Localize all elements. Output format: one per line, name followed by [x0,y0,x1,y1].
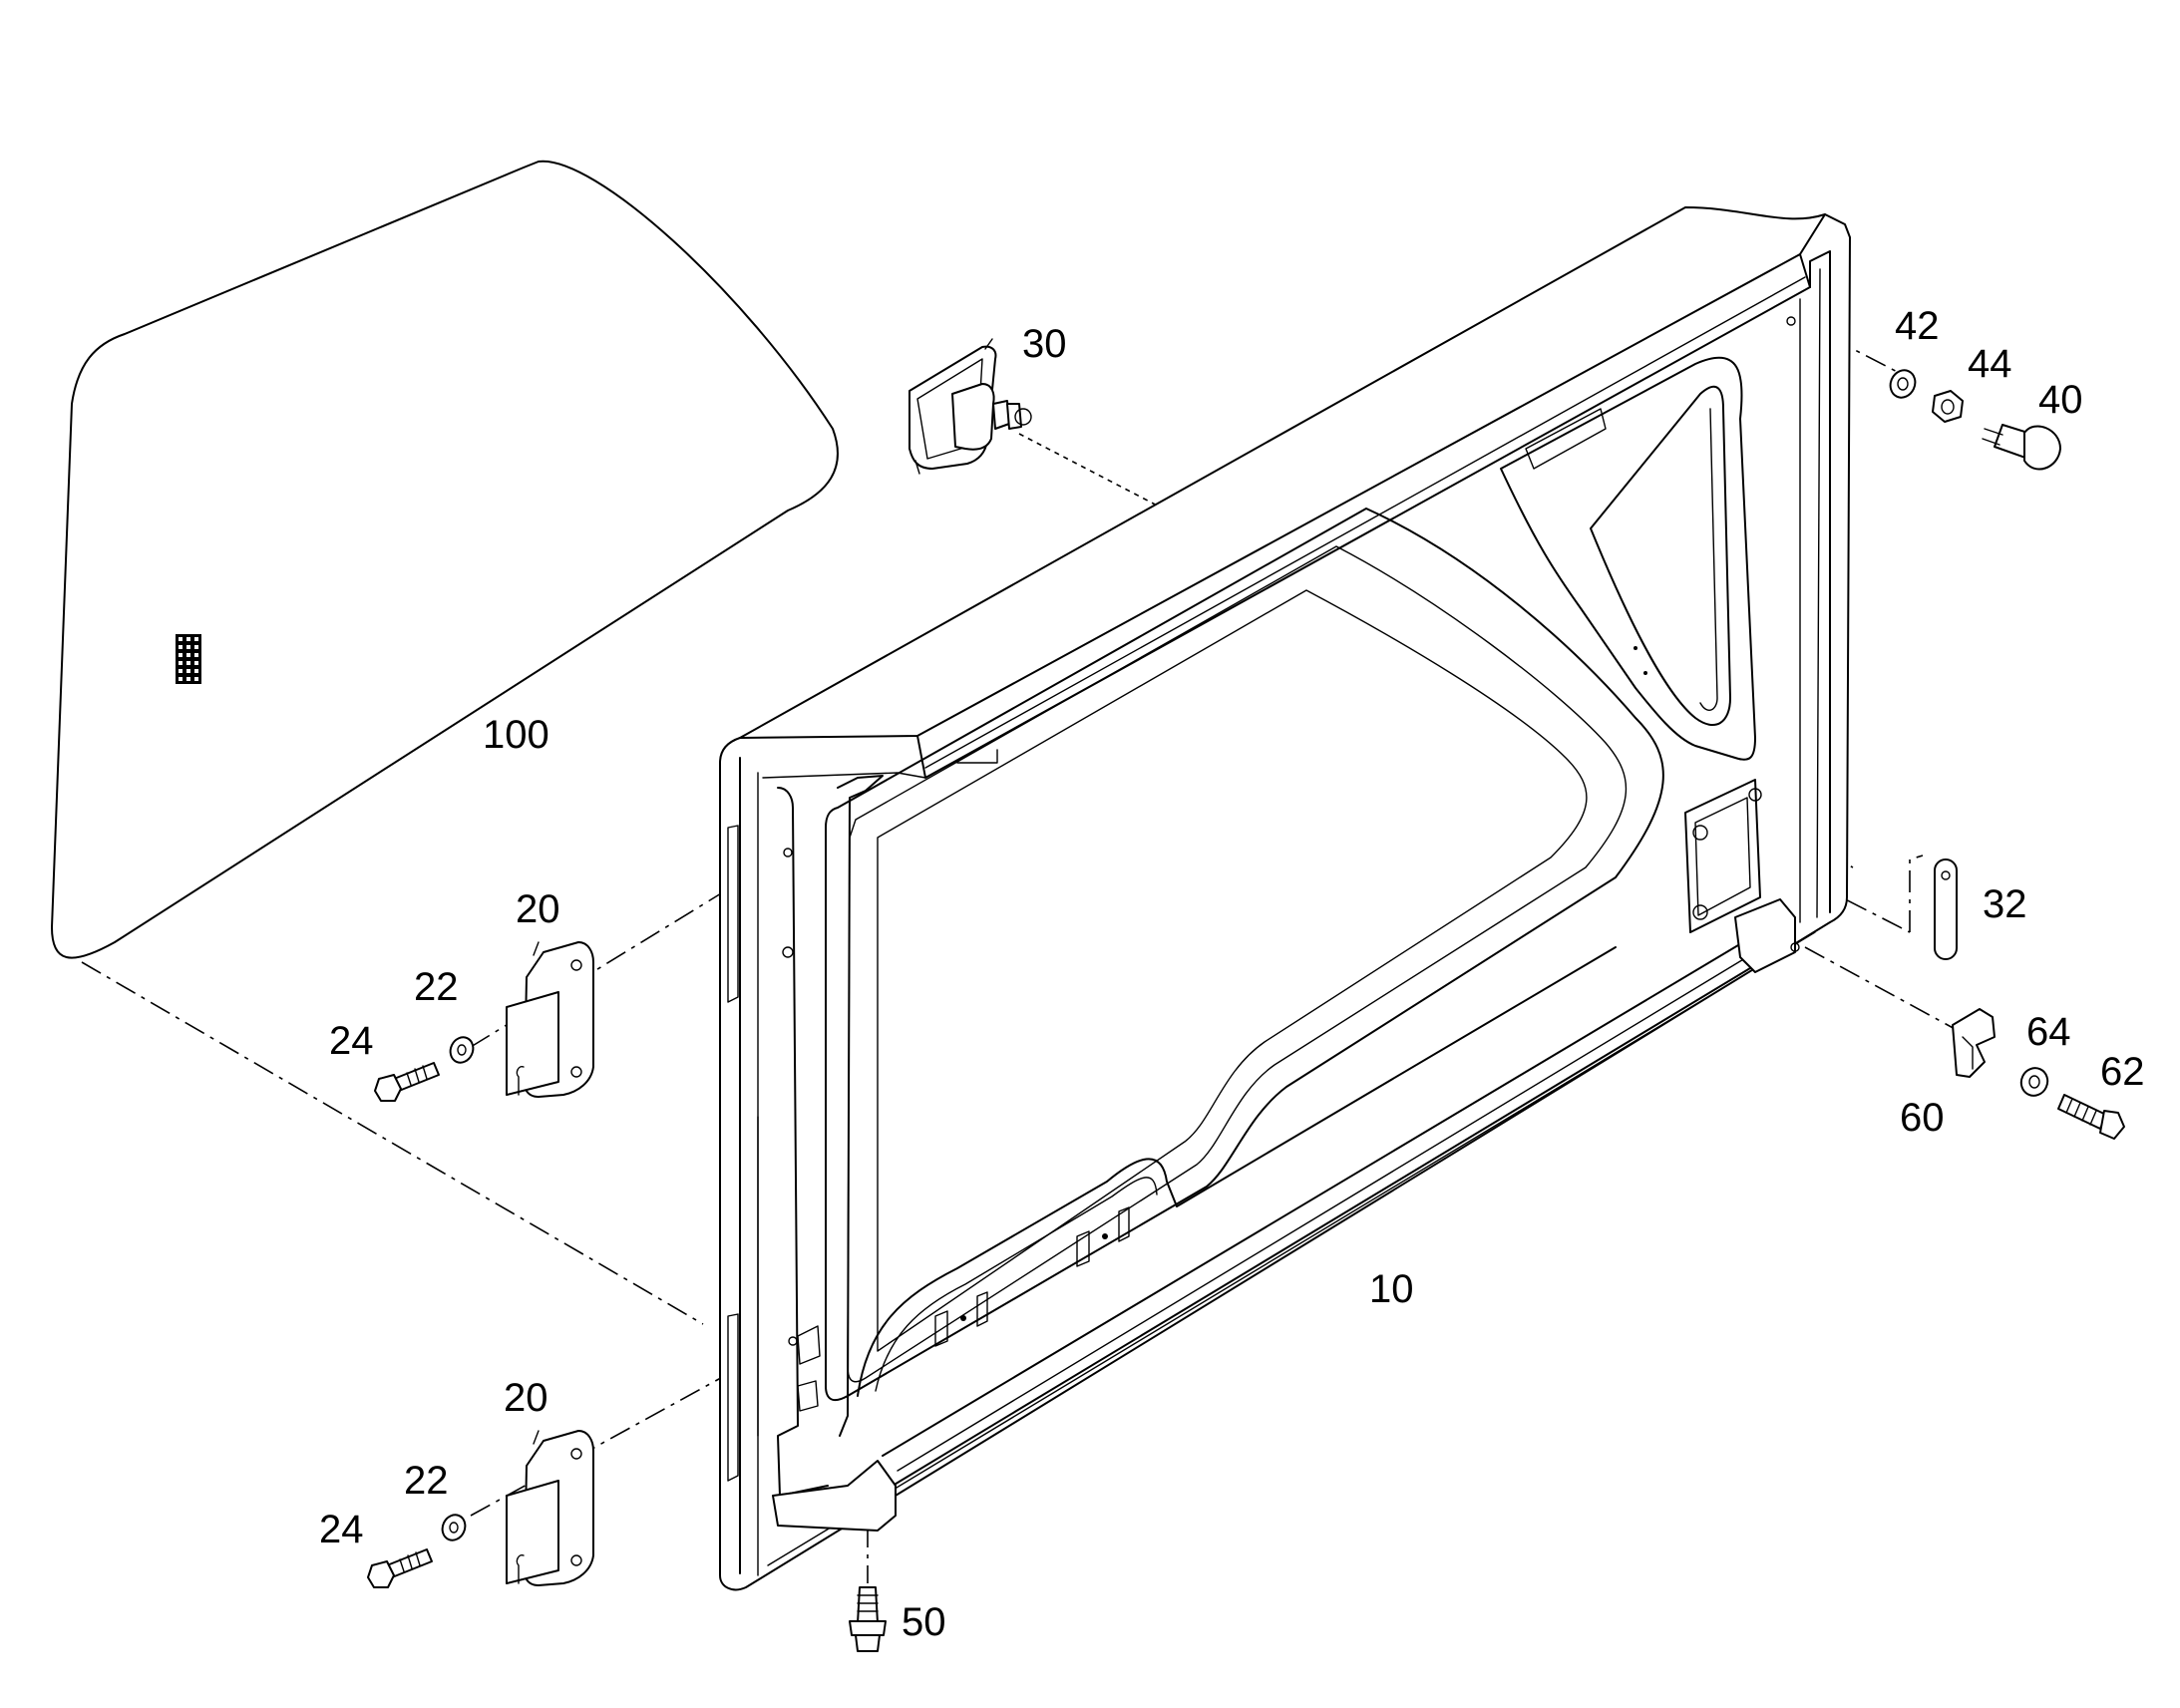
callout-62: 62 [2100,1050,2145,1094]
callout-10: 10 [1369,1267,1414,1311]
glass-pane-part-100 [51,160,839,959]
leader-42-to-frame [1794,318,1916,382]
callout-64: 64 [2026,1010,2071,1054]
callout-44: 44 [1968,342,2012,386]
frame-slots [797,1206,1130,1412]
callout-42: 42 [1895,304,1940,348]
nut-part-44 [1932,390,1964,423]
callout-24-upper: 24 [329,1019,374,1063]
bolt-part-24-upper [374,1062,440,1102]
lock-part-30 [908,338,1032,475]
callout-32: 32 [1983,882,2027,926]
strap-part-32 [1934,858,1958,960]
glass-marking-icon [176,634,201,684]
callout-20-lower: 20 [504,1376,548,1420]
callout-60: 60 [1900,1096,1945,1140]
washer-part-22-upper [449,1036,475,1064]
callout-22-lower: 22 [404,1459,449,1503]
callout-100: 100 [483,713,549,757]
washer-part-42 [1889,369,1917,399]
callout-20-upper: 20 [516,887,560,931]
bolt-part-62 [2057,1094,2125,1140]
leader-32-bracket [1909,854,1924,932]
clamp-part-60 [1952,1008,1996,1078]
leader-glass-to-frame [81,961,704,1325]
callout-labels: 100 30 42 44 40 32 64 62 60 10 20 22 24 … [319,304,2145,1644]
bolt-part-50 [849,1586,887,1652]
callout-50: 50 [902,1600,946,1644]
bolt-part-24-lower [367,1548,433,1588]
washer-part-22-lower [441,1514,467,1541]
hinge-part-20-lower [506,1430,594,1586]
knob-part-40 [1982,424,2061,471]
washer-part-64 [2019,1067,2049,1097]
hinge-part-20-upper [506,941,594,1098]
door-frame-part-10 [719,206,1851,1591]
callout-40: 40 [2038,378,2083,422]
callout-30: 30 [1022,322,1067,366]
leader-60-to-frame [1804,946,1971,1038]
leader-lower-hinge [470,1340,789,1517]
callout-24-lower: 24 [319,1508,364,1551]
callout-22-upper: 22 [414,965,459,1009]
